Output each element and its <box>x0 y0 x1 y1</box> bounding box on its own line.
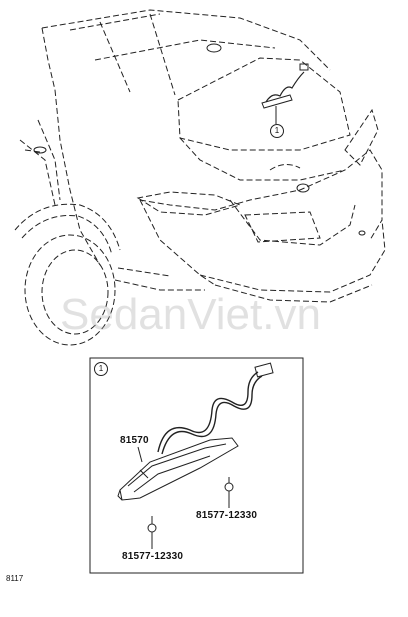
part-label-bulb-upper[interactable]: 81577-12330 <box>196 510 258 521</box>
detail-callout-1[interactable]: 1 <box>94 362 108 376</box>
callout-1[interactable]: 1 <box>270 124 284 138</box>
watermark: SedanViet.vn <box>60 290 321 339</box>
part-label-81570[interactable]: 81570 <box>120 435 149 446</box>
part-label-bulb-lower[interactable]: 81577-12330 <box>122 551 184 562</box>
figure-reference: 8117 <box>6 574 24 583</box>
